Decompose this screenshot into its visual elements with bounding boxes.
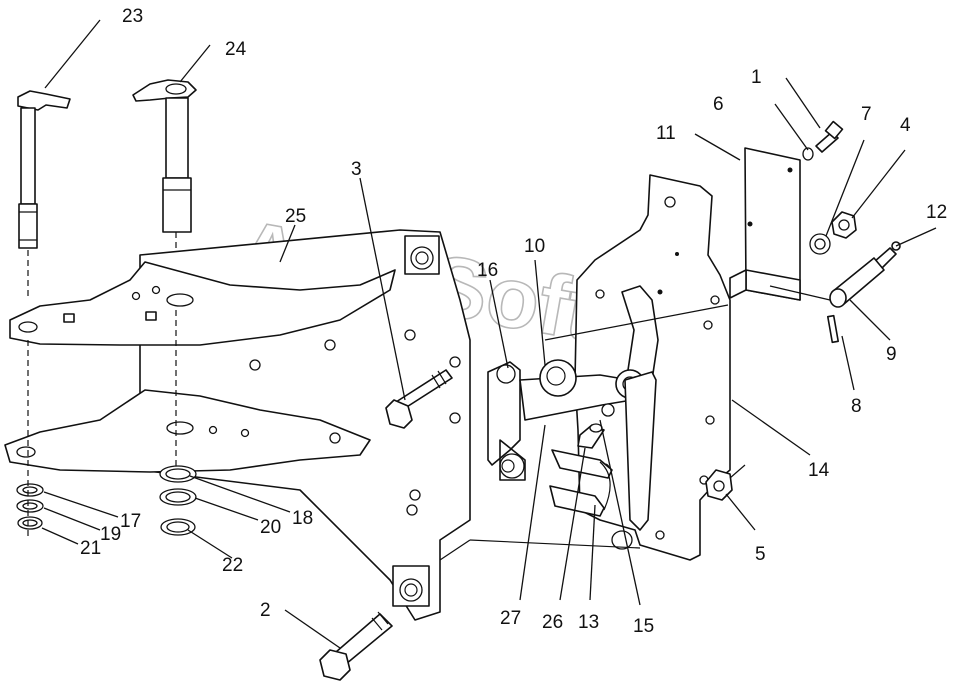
callout-23: 23: [122, 6, 143, 27]
callout-17: 17: [120, 511, 141, 532]
part-23-pivot-pin: [17, 90, 71, 300]
callout-13: 13: [578, 612, 599, 633]
washer-stack-left: [16, 483, 44, 530]
callout-12: 12: [926, 202, 947, 223]
callout-6: 6: [713, 94, 724, 115]
callout-2: 2: [260, 600, 271, 621]
callout-11: 11: [656, 123, 676, 144]
part-5-nut: [705, 469, 733, 501]
callout-5: 5: [755, 544, 766, 565]
part-25-swing-bracket: [4, 229, 471, 621]
callout-16: 16: [477, 260, 498, 281]
callout-1: 1: [751, 67, 762, 88]
callout-25: 25: [285, 206, 306, 227]
part-14-mounting-plate: [574, 174, 731, 561]
part-11-angle-bracket: [729, 147, 801, 301]
part-6-washer: [802, 147, 814, 161]
part-3-bolt: [385, 369, 453, 429]
part-9-pin: [829, 257, 885, 308]
callout-10: 10: [524, 236, 545, 257]
callout-24: 24: [225, 39, 247, 60]
callout-15: 15: [633, 616, 654, 637]
part-16-slide-frame: [487, 361, 526, 481]
part-7-washer: [809, 233, 831, 255]
callout-8: 8: [851, 396, 862, 417]
part-1-screw: [815, 120, 844, 153]
callout-9: 9: [886, 344, 897, 365]
callout-27: 27: [500, 608, 521, 629]
part-2-bolt: [319, 611, 393, 681]
part-24-pivot-pin: [132, 79, 197, 300]
callout-20: 20: [260, 517, 281, 538]
part-8-cotter-pin: [826, 314, 840, 344]
callout-3: 3: [351, 159, 362, 180]
washer-stack-right: [159, 465, 197, 536]
callout-18: 18: [292, 508, 313, 529]
callout-21: 21: [80, 538, 101, 559]
callout-22: 22: [222, 555, 243, 576]
callout-14: 14: [808, 460, 830, 481]
assembly-lines: [27, 285, 831, 561]
callout-19: 19: [100, 524, 121, 545]
callout-7: 7: [861, 104, 872, 125]
callout-26: 26: [542, 612, 563, 633]
callouts: 23 24 25 3 10 16 11 1 6 7 4 12 9 8 14 5 …: [80, 6, 947, 637]
callout-4: 4: [900, 115, 911, 136]
leader-lines: [41, 19, 937, 649]
part-4-nut: [831, 211, 857, 239]
